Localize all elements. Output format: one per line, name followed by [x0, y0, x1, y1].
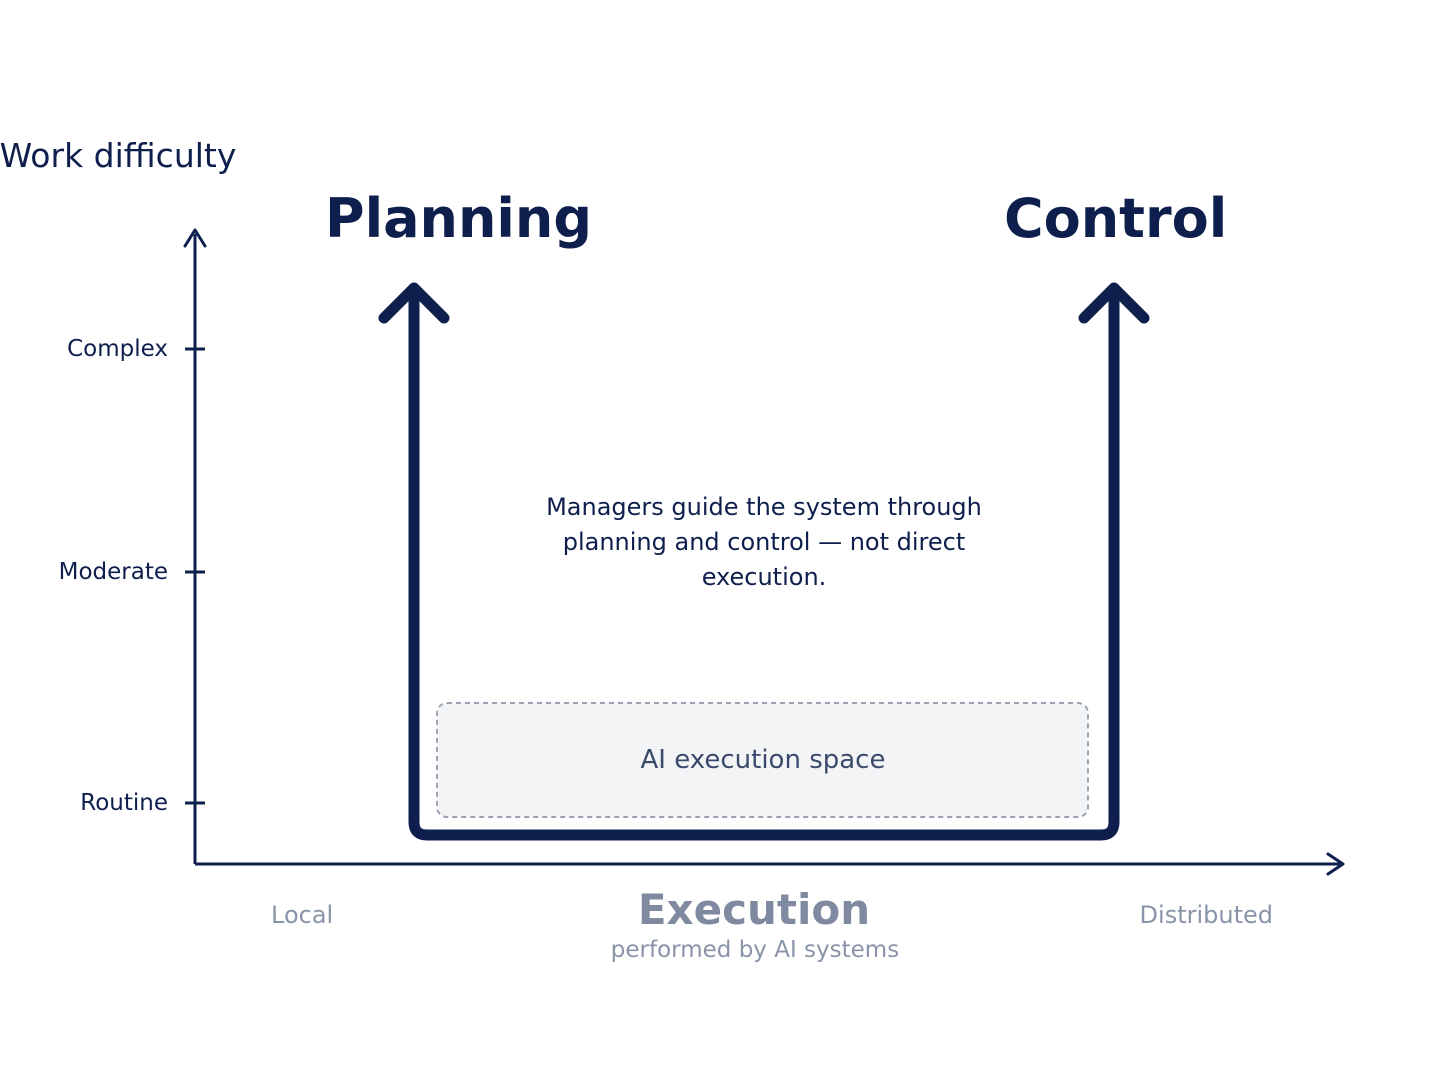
planning-label: Planning [325, 187, 593, 250]
planning-arrow-icon [378, 282, 450, 324]
y-axis-arrow-icon [183, 228, 207, 248]
planning-control-path [408, 292, 1120, 841]
ai-execution-space-label: AI execution space [640, 745, 886, 775]
x-axis-arrow-icon [1326, 852, 1345, 876]
tick-label-moderate: Moderate [58, 559, 168, 585]
x-axis-right-label: Distributed [1139, 901, 1273, 929]
manager-note: Managers guide the system through planni… [546, 493, 982, 591]
x-axis-title: Execution [637, 885, 871, 934]
control-arrow-icon [1078, 282, 1150, 324]
y-axis-title: Work difficulty [0, 136, 237, 175]
ai-execution-space-box [436, 702, 1089, 818]
tick-label-routine: Routine [80, 790, 168, 816]
x-axis-subtitle: performed by AI systems [610, 937, 900, 963]
tick-label-complex: Complex [67, 336, 168, 362]
x-axis-left-label: Local [271, 901, 334, 929]
control-label: Control [1004, 187, 1228, 250]
